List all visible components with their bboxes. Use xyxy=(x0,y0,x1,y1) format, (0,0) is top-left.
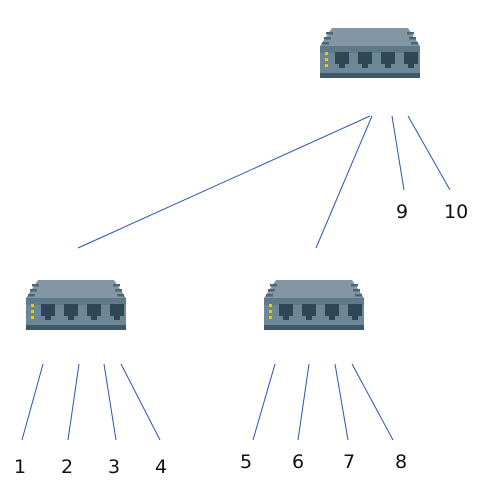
link-right-to-5 xyxy=(252,363,276,441)
network-switch-icon xyxy=(264,280,364,330)
port-label-3: 3 xyxy=(108,456,120,478)
port-label-4: 4 xyxy=(155,456,167,478)
link-top-to-9 xyxy=(391,115,405,191)
link-left-to-4 xyxy=(120,363,161,441)
network-switch-icon xyxy=(26,280,126,330)
link-top-to-10 xyxy=(407,115,451,191)
port-label-8: 8 xyxy=(395,451,407,473)
link-right-to-6 xyxy=(297,363,310,441)
port-label-2: 2 xyxy=(61,456,73,478)
port-label-7: 7 xyxy=(343,451,355,473)
port-label-1: 1 xyxy=(14,456,26,478)
link-top-to-right xyxy=(315,115,373,249)
link-left-to-1 xyxy=(21,363,44,441)
link-left-to-3 xyxy=(103,363,117,441)
port-label-9: 9 xyxy=(396,201,408,223)
link-right-to-7 xyxy=(334,363,349,441)
links xyxy=(21,115,451,441)
port-label-10: 10 xyxy=(444,201,468,223)
port-label-6: 6 xyxy=(292,451,304,473)
link-top-to-left xyxy=(77,115,371,249)
link-right-to-8 xyxy=(351,363,394,441)
network-switch-icon xyxy=(320,28,420,78)
link-left-to-2 xyxy=(67,363,80,441)
port-label-5: 5 xyxy=(240,451,252,473)
